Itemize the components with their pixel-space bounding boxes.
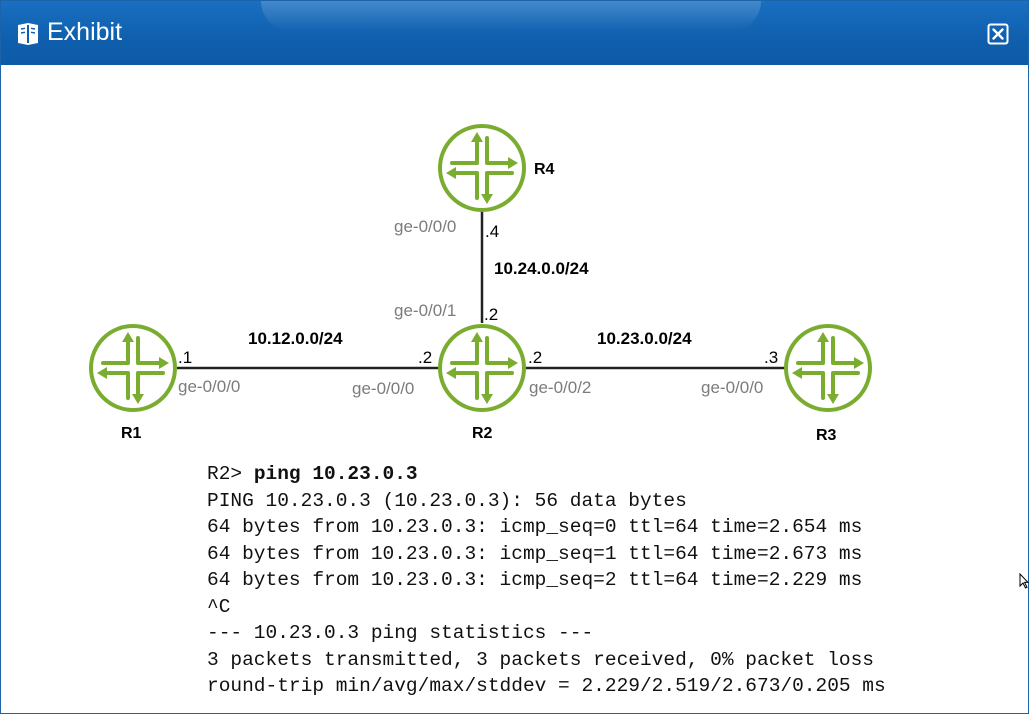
router-r3-icon bbox=[784, 324, 872, 412]
subnet-r1-r2: 10.12.0.0/24 bbox=[248, 329, 343, 348]
router-r1-label: R1 bbox=[121, 425, 142, 442]
iface-r2-r3-r3: ge-0/0/0 bbox=[701, 378, 763, 397]
cli-output-line: 64 bytes from 10.23.0.3: icmp_seq=0 ttl=… bbox=[207, 516, 863, 538]
ip-r2-r4-r2: .2 bbox=[484, 305, 498, 324]
ip-r1-r2-r2: .2 bbox=[418, 348, 432, 367]
title-bar[interactable]: Exhibit bbox=[1, 1, 1028, 65]
subnet-r2-r4: 10.24.0.0/24 bbox=[494, 259, 589, 278]
iface-r1-r2-r1: ge-0/0/0 bbox=[178, 377, 240, 396]
title-bar-glow bbox=[261, 1, 761, 31]
iface-r1-r2-r2: ge-0/0/0 bbox=[352, 379, 414, 398]
iface-r2-r4-r2: ge-0/0/1 bbox=[394, 301, 456, 320]
subnet-r2-r3: 10.23.0.0/24 bbox=[597, 329, 692, 348]
cli-output-line: PING 10.23.0.3 (10.23.0.3): 56 data byte… bbox=[207, 489, 687, 512]
cli-command: ping 10.23.0.3 bbox=[253, 463, 418, 485]
mouse-cursor-icon bbox=[1019, 573, 1029, 589]
router-r2-icon bbox=[438, 324, 526, 412]
ip-r2-r3-r3: .3 bbox=[764, 348, 778, 367]
cli-output-line: 3 packets transmitted, 3 packets receive… bbox=[207, 648, 875, 671]
book-icon bbox=[18, 23, 38, 45]
ip-r2-r4-r4: .4 bbox=[485, 222, 499, 241]
router-r3-label: R3 bbox=[816, 427, 837, 444]
cli-output-line: 64 bytes from 10.23.0.3: icmp_seq=2 ttl=… bbox=[207, 569, 863, 591]
ip-r1-r2-r1: .1 bbox=[178, 348, 192, 367]
window-title: Exhibit bbox=[47, 18, 123, 46]
cli-output-line: ^C bbox=[207, 595, 231, 618]
cli-prompt: R2> bbox=[207, 463, 254, 485]
router-r4-icon bbox=[438, 124, 526, 212]
iface-r2-r4-r4: ge-0/0/0 bbox=[394, 217, 456, 236]
ip-r2-r3-r2: .2 bbox=[528, 348, 542, 367]
cli-output-line: 64 bytes from 10.23.0.3: icmp_seq=1 ttl=… bbox=[207, 542, 863, 565]
cli-output-line: round-trip min/avg/max/stddev = 2.229/2.… bbox=[207, 675, 886, 697]
router-r1-icon bbox=[89, 324, 177, 412]
router-r2-label: R2 bbox=[472, 425, 493, 442]
router-r4-label: R4 bbox=[534, 161, 555, 178]
close-icon[interactable] bbox=[987, 23, 1009, 45]
cli-command-line: R2> ping 10.23.0.3 bbox=[207, 461, 886, 488]
iface-r2-r3-r2: ge-0/0/2 bbox=[529, 378, 591, 397]
exhibit-content: R4 R1 R2 R3 10.12.0.0/24 .1 ge-0/0/0 .2 … bbox=[1, 65, 1028, 713]
network-topology-diagram: R4 R1 R2 R3 10.12.0.0/24 .1 ge-0/0/0 .2 … bbox=[89, 124, 872, 444]
cli-output-line: --- 10.23.0.3 ping statistics --- bbox=[207, 622, 594, 644]
